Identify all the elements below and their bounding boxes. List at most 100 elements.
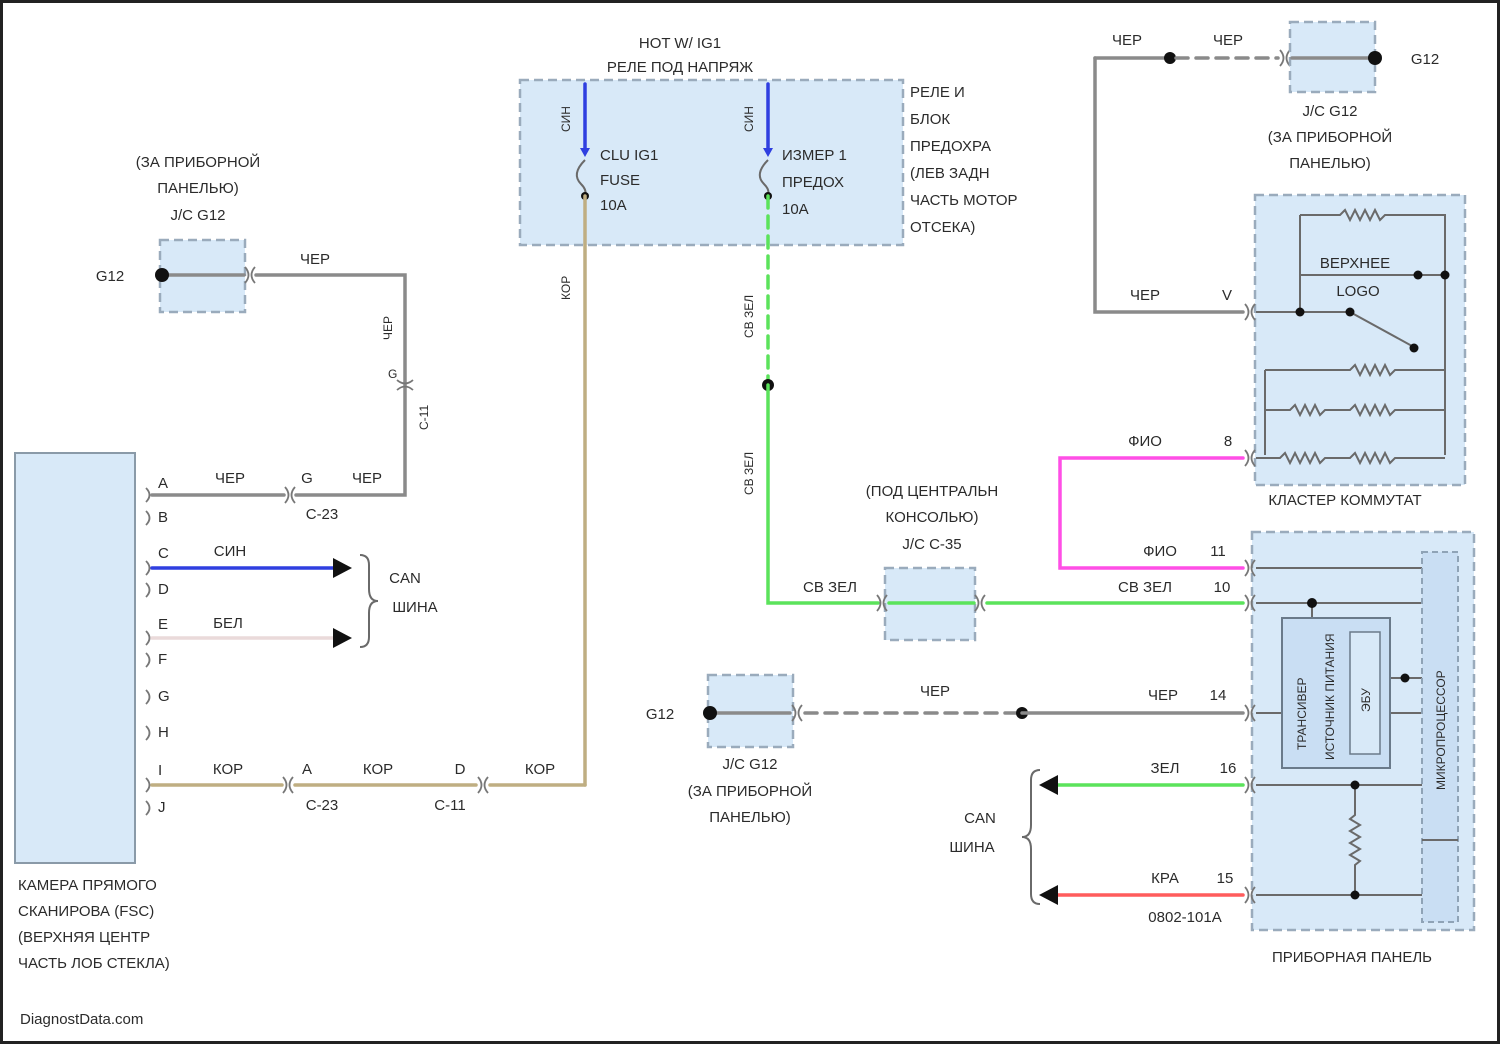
wire-label: ЧЕР	[1148, 687, 1178, 704]
pin-letter: C	[158, 545, 169, 562]
camera-name-line: (ВЕРХНЯЯ ЦЕНТР	[18, 929, 150, 946]
wire-label: ФИО	[1128, 433, 1162, 450]
junction-dot	[1441, 271, 1450, 280]
jc-location-line: ПАНЕЛЬЮ)	[157, 180, 238, 197]
splice-dot	[1164, 52, 1176, 64]
can-label: CAN	[389, 570, 421, 587]
connector-pin-label: G	[388, 367, 397, 381]
wire-label: КОР	[525, 761, 555, 778]
wire-label: ЧЕР	[215, 470, 245, 487]
pin-label: 16	[1220, 760, 1237, 777]
pin-letter: E	[158, 616, 168, 633]
wire-label: ЧЕР	[300, 251, 330, 268]
wire-label: БЕЛ	[213, 615, 243, 632]
wire-label: СВ ЗЕЛ	[1118, 579, 1172, 596]
relay-location-line: ПРЕДОХРА	[910, 138, 991, 155]
junction-dot	[1346, 308, 1355, 317]
instrument-panel-name: ПРИБОРНАЯ ПАНЕЛЬ	[1272, 949, 1432, 966]
wire-label: ЧЕР	[1112, 32, 1142, 49]
relay-supply-label: HOT W/ IG1	[639, 35, 721, 52]
junction-dot	[1414, 271, 1423, 280]
fuse-a-label: FUSE	[600, 172, 640, 189]
pin-letter: J	[158, 799, 166, 816]
fuse-b-label: ИЗМЕР 1	[782, 147, 847, 164]
pin-letter: B	[158, 509, 168, 526]
pin-label: 14	[1210, 687, 1227, 704]
wire-label: ЧЕР	[1213, 32, 1243, 49]
pin-label: 15	[1217, 870, 1234, 887]
switch-inner-label: LOGO	[1336, 283, 1379, 300]
relay-location-line: БЛОК	[910, 111, 950, 128]
relay-location-line: РЕЛЕ И	[910, 84, 965, 101]
connector-id-label: C-11	[417, 405, 431, 430]
wire-label-vertical: СВ ЗЕЛ	[742, 295, 756, 338]
pin-label: V	[1222, 287, 1232, 304]
switch-cluster-box	[1255, 195, 1465, 485]
wire-label: КРА	[1151, 870, 1179, 887]
pin-label: 8	[1224, 433, 1232, 450]
relay-location-line: (ЛЕВ ЗАДН	[910, 165, 990, 182]
camera-name-line: СКАНИРОВА (FSC)	[18, 903, 154, 920]
jc-label: J/C C-35	[902, 536, 961, 553]
connector-id-label: 0802-101A	[1148, 909, 1221, 926]
ground-dot	[1368, 51, 1382, 65]
jc-location-line: ПАНЕЛЬЮ)	[1289, 155, 1370, 172]
switch-cluster-name: КЛАСТЕР КОММУТАТ	[1268, 492, 1421, 509]
connector-id-label: C-11	[434, 797, 465, 814]
module-label-vertical: ТРАНСИВЕР	[1295, 677, 1309, 750]
connector-pin-label: D	[455, 761, 466, 778]
ground-label: G12	[1411, 51, 1439, 68]
connector-id-label: C-23	[306, 506, 339, 523]
fuse-b-label: 10A	[782, 201, 809, 218]
camera-name-line: КАМЕРА ПРЯМОГО	[18, 877, 157, 894]
fuse-b-label: ПРЕДОХ	[782, 174, 844, 191]
ground-label: G12	[96, 268, 124, 285]
pin-letter: G	[158, 688, 170, 705]
junction-dot	[1351, 891, 1360, 900]
junction-dot	[1307, 598, 1317, 608]
connector-pin-label: A	[302, 761, 312, 778]
jc-label: J/C G12	[170, 207, 225, 224]
wire-label: ЧЕР	[1130, 287, 1160, 304]
relay-name-label: РЕЛЕ ПОД НАПРЯЖ	[607, 59, 753, 76]
junction-dot	[1410, 344, 1419, 353]
pin-label: 10	[1214, 579, 1231, 596]
can-label: ШИНА	[392, 599, 437, 616]
switch-inner-label: ВЕРХНЕЕ	[1320, 255, 1390, 272]
can-label: ШИНА	[949, 839, 994, 856]
camera-name-line: ЧАСТЬ ЛОБ СТЕКЛА)	[18, 955, 170, 972]
pin-label: 11	[1210, 543, 1226, 560]
jc-label: J/C G12	[1302, 103, 1357, 120]
pin-letter: F	[158, 651, 167, 668]
jc-location-line: (ПОД ЦЕНТРАЛЬН	[866, 483, 998, 500]
wire-label: ЗЕЛ	[1151, 760, 1180, 777]
wire-label-vertical: СИН	[742, 106, 756, 132]
jc-location-line: (ЗА ПРИБОРНОЙ	[688, 782, 812, 800]
pin-letter: H	[158, 724, 169, 741]
pin-letter: A	[158, 475, 168, 492]
wire-label: КОР	[363, 761, 393, 778]
junction-dot	[1351, 781, 1360, 790]
wire-label-vertical: СВ ЗЕЛ	[742, 452, 756, 495]
wire-label: ЧЕР	[920, 683, 950, 700]
wire-label: ЧЕР	[352, 470, 382, 487]
connector-id-label: C-23	[306, 797, 339, 814]
wire-label-vertical: СИН	[559, 106, 573, 132]
relay-location-line: ОТСЕКА)	[910, 219, 975, 236]
fuse-a-label: 10A	[600, 197, 627, 214]
wire-label-vertical: КОР	[559, 276, 573, 300]
can-label: CAN	[964, 810, 996, 827]
jc-location-line: (ЗА ПРИБОРНОЙ	[136, 153, 260, 171]
ground-dot	[703, 706, 717, 720]
relay-location-line: ЧАСТЬ МОТОР	[910, 192, 1018, 209]
connector-pin-label: G	[301, 470, 313, 487]
fuse-a-label: CLU IG1	[600, 147, 658, 164]
camera-body	[15, 453, 135, 863]
junction-dot	[1401, 674, 1410, 683]
jc-location-line: КОНСОЛЬЮ)	[886, 509, 979, 526]
wire-label: ФИО	[1143, 543, 1177, 560]
jc-label: J/C G12	[722, 756, 777, 773]
wire-label: КОР	[213, 761, 243, 778]
jc-location-line: (ЗА ПРИБОРНОЙ	[1268, 128, 1392, 146]
